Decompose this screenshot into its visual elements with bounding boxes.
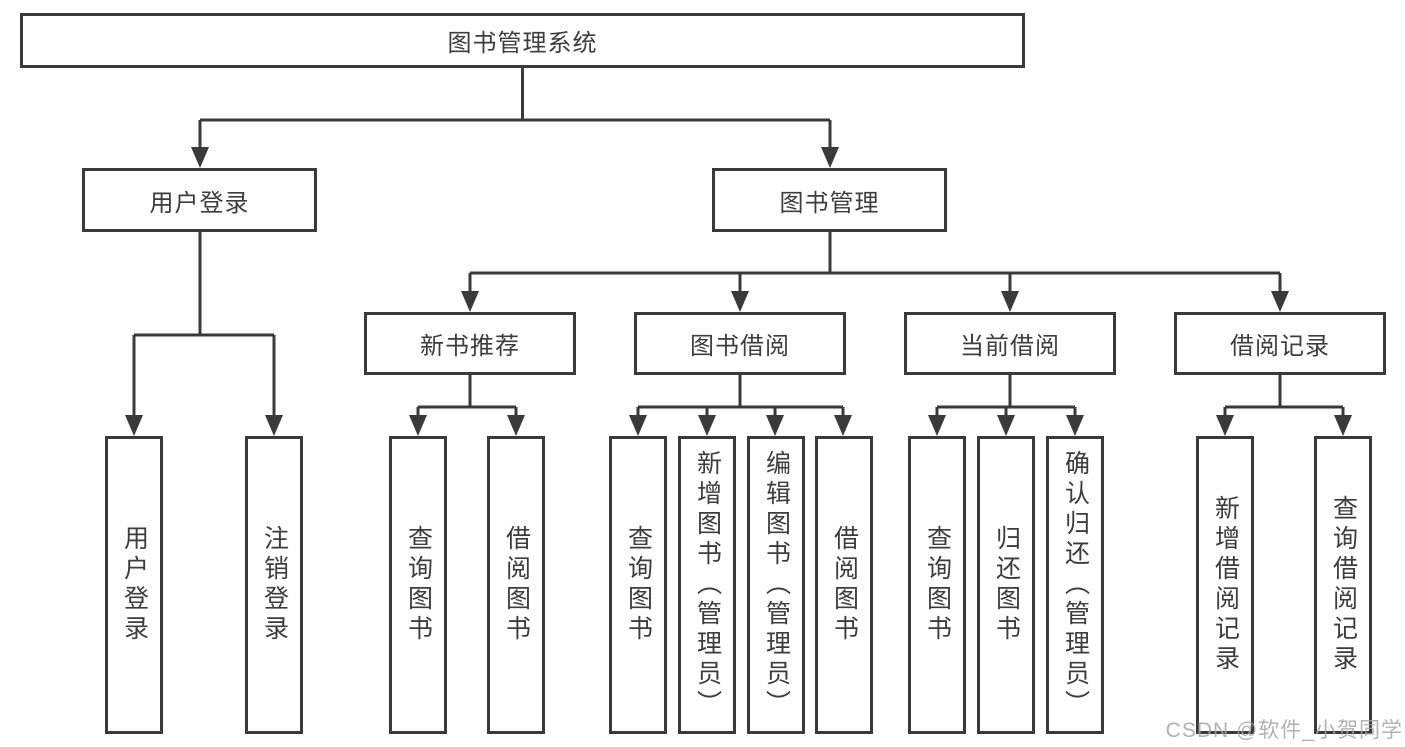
leaf-borrow-books: 借阅图书 [815,436,873,734]
node-label: 借阅记录 [1230,333,1330,360]
node-label: 用户登录 [120,525,149,645]
csdn-watermark: CSDN @软件_小贺同学 [1165,719,1403,742]
node-current-borrowing: 当前借阅 [904,312,1116,375]
node-label: 查询图书 [624,525,653,645]
leaf-borrow-books-recommend: 借阅图书 [487,436,545,734]
node-book-management: 图书管理 [712,168,947,232]
node-label: 编辑图书（管理员） [762,450,791,720]
node-label: 图书管理 [779,189,880,217]
node-library-system-root: 图书管理系统 [20,13,1025,68]
leaf-add-borrow-record: 新增借阅记录 [1196,436,1254,734]
leaf-edit-books-admin: 编辑图书（管理员） [747,436,805,734]
node-label: 图书管理系统 [447,30,598,57]
node-label: 查询图书 [404,525,433,645]
node-label: 注销登录 [260,525,289,645]
node-label: 当前借阅 [960,333,1060,360]
leaf-user-login: 用户登录 [105,436,163,734]
node-new-book-recommendation: 新书推荐 [364,312,576,375]
node-user-login: 用户登录 [82,168,317,232]
node-label: 归还图书 [992,525,1021,645]
node-label: 新增图书（管理员） [693,450,722,720]
node-label: 查询图书 [923,525,952,645]
node-book-borrowing: 图书借阅 [634,312,846,375]
node-label: 新增借阅记录 [1211,495,1240,675]
node-label: 图书借阅 [690,333,790,360]
node-label: 借阅图书 [830,525,859,645]
leaf-query-books-recommend: 查询图书 [389,436,447,734]
leaf-logout-login: 注销登录 [245,436,303,734]
node-label: 借阅图书 [502,525,531,645]
node-borrowing-records: 借阅记录 [1174,312,1386,375]
leaf-confirm-return-admin: 确认归还（管理员） [1046,436,1104,734]
leaf-query-books-current: 查询图书 [908,436,966,734]
node-label: 新书推荐 [420,333,520,360]
leaf-query-books-borrow: 查询图书 [609,436,667,734]
node-label: 用户登录 [149,189,250,217]
leaf-add-books-admin: 新增图书（管理员） [678,436,736,734]
leaf-query-borrow-record: 查询借阅记录 [1314,436,1372,734]
leaf-return-books: 归还图书 [977,436,1035,734]
node-label: 确认归还（管理员） [1061,450,1090,720]
node-label: 查询借阅记录 [1329,495,1358,675]
